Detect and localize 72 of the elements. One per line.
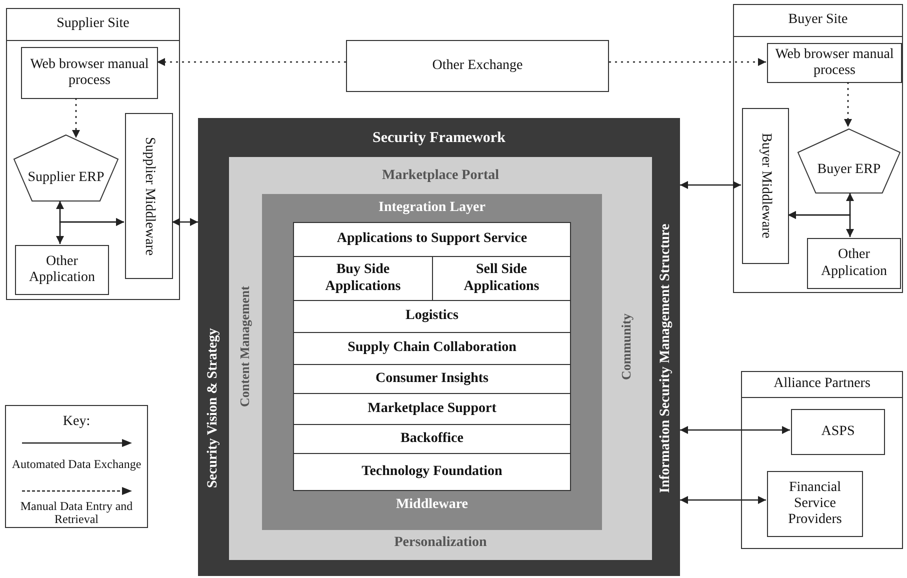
node-label: Consumer Insights [374,370,490,388]
integration-layer-panel [262,194,602,530]
layer-row [293,393,571,425]
site-title: Supplier Site [7,9,179,41]
node-label: Buyer Middleware [758,132,775,241]
layer-row [293,300,571,333]
middleware-box [742,108,789,264]
marketplace-portal-panel [229,157,652,560]
arrow [59,218,124,244]
erp-pentagon [797,128,901,194]
arrow [680,181,741,189]
exchange-box [346,40,609,92]
node-label: Web browser manual process [774,46,895,80]
node-label: Other Application [820,246,888,280]
layer-row [293,453,571,491]
arrow [56,201,64,244]
security-framework-panel [198,118,680,576]
partner-box [767,471,863,537]
panel-footer: Personalization [229,530,652,556]
node-label: Backoffice [400,430,464,448]
panel-title: Security Framework [372,129,506,148]
node-label: Buy Side Applications [324,261,402,296]
node-label: Supply Chain Collaboration [346,339,518,358]
partners-panel [741,371,903,549]
panel-title: Alliance Partners [742,372,902,398]
application-box [15,245,109,295]
node-label: Buyer ERP [816,160,882,179]
node-label: Financial Service Providers [787,478,843,530]
node-label: Supplier ERP [26,168,106,187]
key-title: Key: [62,412,92,431]
dotted-arrow [72,98,80,138]
layer-row [293,256,433,301]
layer-row [293,332,571,365]
node-label: ASPS [820,422,856,441]
vertical-label: Community [618,312,635,382]
node-label: Other Exchange [431,56,524,75]
node-label: Marketplace Support [366,400,498,418]
process-box [767,43,902,83]
arrow [846,193,854,237]
layer-row [432,256,571,301]
site-title: Buyer Site [734,5,902,37]
partner-box [791,409,885,455]
dotted-arrow [844,82,852,127]
dotted-arrow [157,58,346,66]
node-label: Supplier Middleware [141,136,158,258]
legend-label: Automated Data Exchange [10,456,142,474]
vertical-label: Security Vision & Strategy [204,327,222,490]
layer-row [293,222,571,257]
middleware-box [125,113,173,279]
arrow [680,496,766,504]
node-label: Logistics [404,307,460,326]
application-box [807,238,901,289]
panel-title: Integration Layer [378,198,486,217]
node-label: Technology Foundation [360,462,504,481]
panel-title: Marketplace Portal [380,166,500,185]
dotted-arrow [609,58,766,66]
node-label: Sell Side Applications [462,261,540,296]
node-label: Web browser manual process [29,56,150,90]
arrow [172,218,198,226]
node-label: Applications to Support Service [336,230,528,248]
vertical-label: Information Security Management Structure [656,222,674,495]
node-label: Other Application [28,252,96,287]
site-panel [6,8,180,300]
layer-row [293,364,571,394]
layer-row [293,424,571,454]
vertical-label: Content Management [236,285,254,410]
site-panel [733,4,903,293]
panel-footer: Middleware [262,492,602,518]
arrow [680,426,790,434]
erp-pentagon [13,134,119,202]
legend-label: Manual Data Entry and Retrieval [19,498,134,528]
process-box [21,47,158,99]
